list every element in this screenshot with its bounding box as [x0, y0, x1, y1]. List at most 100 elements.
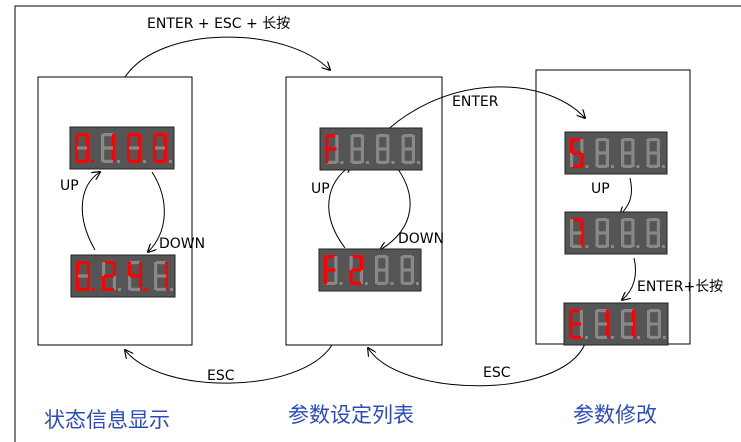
segment-f: [595, 310, 599, 324]
segment-e: [621, 153, 625, 167]
segment-a: [597, 309, 607, 313]
segment-g: [623, 322, 633, 326]
decimal-point: [169, 160, 172, 163]
decimal-point: [91, 160, 94, 163]
segment-d: [351, 281, 361, 285]
segment-c: [163, 148, 167, 162]
segment-c: [359, 270, 363, 284]
segment-e: [621, 324, 625, 338]
segment-b: [580, 139, 584, 153]
segment-a: [403, 134, 413, 138]
digit-modify-1-4: [646, 138, 665, 168]
decimal-point: [611, 336, 614, 339]
segment-b: [631, 219, 635, 233]
modify-screen: [535, 69, 691, 345]
segment-a: [571, 309, 581, 313]
segment-g: [597, 151, 607, 155]
esc-left-arrow: [125, 344, 333, 384]
segment-f: [101, 134, 105, 148]
segment-g: [326, 268, 336, 272]
status-screen: [37, 76, 193, 346]
segment-g: [327, 147, 337, 151]
decimal-point: [390, 282, 394, 285]
segment-a: [597, 138, 607, 142]
segment-e: [75, 148, 79, 162]
segment-f: [621, 139, 625, 153]
segment-g: [129, 146, 139, 150]
decimal-point: [391, 161, 395, 164]
segment-f: [375, 256, 379, 270]
segment-e: [621, 233, 625, 247]
segment-b: [138, 262, 142, 276]
segment-b: [359, 256, 363, 270]
segment-e: [376, 149, 380, 163]
segment-d: [648, 244, 658, 248]
decimal-point: [339, 282, 343, 285]
enter-arrow: [371, 86, 585, 146]
segment-a: [402, 255, 412, 259]
decimal-point: [340, 161, 344, 164]
segment-g: [571, 322, 581, 326]
enter-label: ENTER: [452, 94, 499, 110]
digit-modify-3-2: [595, 309, 614, 339]
segment-f: [75, 134, 79, 148]
segment-d: [156, 287, 166, 291]
up-label-params: UP: [311, 181, 330, 197]
segment-a: [623, 138, 633, 142]
esc-right-arrow: [368, 343, 586, 387]
decimal-point: [585, 245, 589, 248]
segment-a: [648, 218, 658, 222]
segment-b: [605, 219, 609, 233]
segment-d: [648, 164, 658, 168]
segment-c: [656, 233, 660, 247]
segment-a: [156, 261, 166, 265]
decimal-point: [118, 288, 121, 291]
segment-g: [130, 274, 140, 278]
decimal-point: [636, 165, 640, 168]
segment-e: [325, 149, 329, 163]
segment-c: [385, 270, 389, 284]
segment-c: [580, 233, 584, 247]
segment-b: [137, 134, 141, 148]
segment-f: [128, 262, 132, 276]
params-title: 参数设定列表: [288, 403, 414, 427]
segment-e: [154, 276, 158, 290]
segment-d: [352, 160, 362, 164]
segment-g: [648, 231, 658, 235]
params-screen: [285, 76, 443, 346]
segment-g: [378, 147, 388, 151]
enter-esc-hold-arrow: [124, 36, 330, 78]
segment-a: [129, 133, 139, 137]
segment-e: [76, 276, 80, 290]
segment-d: [326, 281, 336, 285]
segment-a: [352, 134, 362, 138]
segment-c: [605, 153, 609, 167]
segment-f: [595, 139, 599, 153]
decimal-point: [662, 245, 665, 248]
segment-b: [386, 135, 390, 149]
segment-c: [360, 149, 364, 163]
decimal-point: [416, 282, 419, 285]
segment-a: [623, 309, 633, 313]
decimal-point: [636, 245, 640, 248]
segment-d: [402, 281, 412, 285]
up-label-modify: UP: [591, 181, 610, 197]
decimal-point: [663, 336, 666, 339]
segment-f: [621, 310, 625, 324]
segment-e: [647, 324, 651, 338]
digit-status-1-2: [101, 133, 120, 163]
segment-a: [377, 255, 387, 259]
segment-b: [385, 256, 389, 270]
decimal-point: [117, 160, 120, 163]
digit-modify-2-3: [621, 218, 640, 248]
segment-d: [403, 160, 413, 164]
up-arrow-params: [328, 165, 352, 249]
segment-c: [137, 148, 141, 162]
segment-f: [325, 135, 329, 149]
segment-a: [351, 255, 361, 259]
segment-a: [130, 261, 140, 265]
digit-params-1-3: [376, 134, 395, 164]
outer-frame: [14, 5, 741, 442]
segment-e: [400, 270, 404, 284]
segment-d: [571, 335, 581, 339]
